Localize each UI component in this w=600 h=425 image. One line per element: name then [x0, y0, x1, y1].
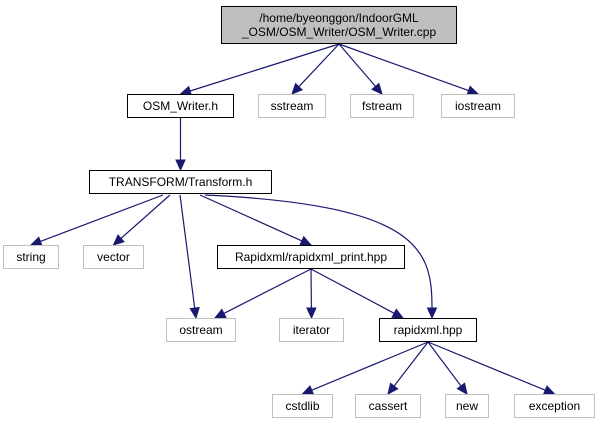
arrowhead-transform_h-to-ostream: [189, 306, 200, 320]
node-ostream[interactable]: ostream: [166, 318, 236, 342]
arrowhead-rapidxml_hpp-to-new: [456, 382, 468, 395]
arrowhead-transform_h-to-vector: [112, 234, 125, 246]
edge-main-to-osm_writer_h: [189, 43, 340, 92]
node-transform-h[interactable]: TRANSFORM/Transform.h: [89, 170, 272, 194]
edge-transform_h-to-ostream: [179, 194, 196, 309]
node-string[interactable]: string: [3, 245, 59, 269]
arrowhead-osm_writer_h-to-transform_h: [175, 159, 186, 172]
arrowhead-rapidxml_print_hpp-to-ostream: [213, 308, 227, 319]
node-rapidxml-print-hpp[interactable]: Rapidxml/rapidxml_print.hpp: [217, 245, 405, 269]
edge-main-to-fstream: [338, 43, 376, 87]
node-cstdlib[interactable]: cstdlib: [272, 394, 333, 418]
edge-rapidxml_print_hpp-to-ostream: [223, 268, 312, 314]
arrowhead-rapidxml_print_hpp-to-iterator: [306, 307, 317, 320]
arrowhead-main-to-sstream: [291, 82, 304, 95]
edge-transform_h-to-vector: [120, 194, 171, 239]
edge-rapidxml_hpp-to-cassert: [393, 341, 429, 387]
arrowhead-transform_h-to-rapidxml_print_hpp: [299, 235, 313, 246]
arrowhead-transform_h-to-rapidxml_hpp: [426, 307, 438, 320]
edge-rapidxml_hpp-to-new: [427, 341, 462, 387]
edge-rapidxml_hpp-to-cstdlib: [311, 341, 429, 391]
node-exception[interactable]: exception: [514, 394, 595, 418]
edge-main-to-iostream: [338, 43, 469, 92]
edge-transform_h-to-string: [40, 194, 164, 243]
node-iterator[interactable]: iterator: [279, 318, 344, 342]
edge-main-to-sstream: [298, 43, 340, 88]
node-osm-writer-cpp[interactable]: /home/byeonggon/IndoorGML _OSM/OSM_Write…: [221, 6, 457, 44]
edge-rapidxml_print_hpp-to-rapidxml_hpp: [310, 268, 395, 314]
node-osm-writer-h[interactable]: OSM_Writer.h: [127, 94, 234, 118]
arrowhead-main-to-fstream: [371, 82, 383, 95]
edge-transform_h-to-rapidxml_hpp: [204, 194, 433, 309]
node-osm-writer-cpp-line2: _OSM/OSM_Writer/OSM_Writer.cpp: [241, 25, 437, 39]
node-iostream[interactable]: iostream: [441, 94, 515, 118]
node-sstream[interactable]: sstream: [258, 94, 326, 118]
node-fstream[interactable]: fstream: [350, 94, 414, 118]
node-cassert[interactable]: cassert: [355, 394, 421, 418]
arrowhead-rapidxml_hpp-to-cassert: [387, 382, 399, 395]
node-osm-writer-cpp-line1: /home/byeonggon/IndoorGML: [259, 11, 419, 25]
edge-transform_h-to-rapidxml_print_hpp: [199, 194, 303, 242]
arrowhead-rapidxml_print_hpp-to-rapidxml_hpp: [391, 308, 405, 319]
node-rapidxml-hpp[interactable]: rapidxml.hpp: [379, 318, 477, 342]
node-new[interactable]: new: [445, 394, 489, 418]
node-vector[interactable]: vector: [83, 245, 144, 269]
edge-rapidxml_hpp-to-exception: [427, 341, 546, 391]
